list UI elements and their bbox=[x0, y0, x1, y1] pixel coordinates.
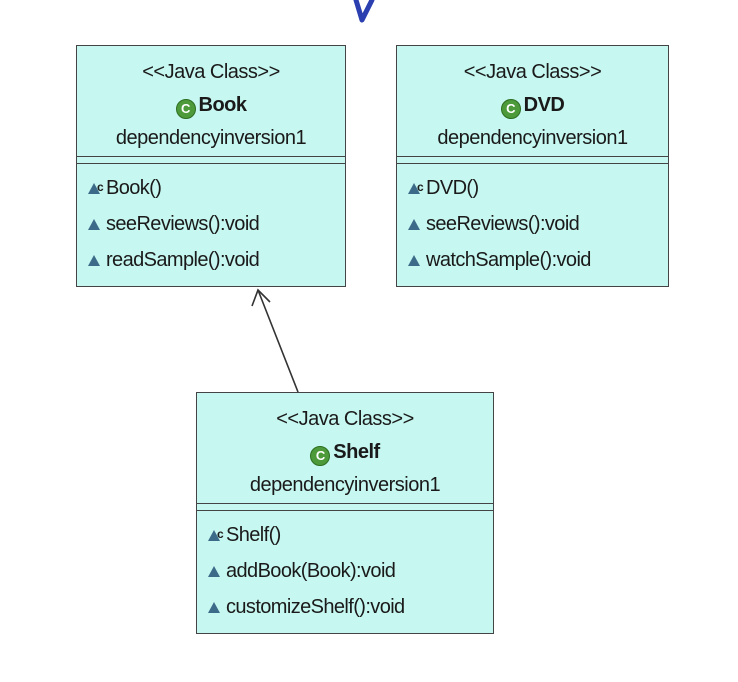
method-label: addBook(Book):void bbox=[226, 560, 396, 582]
package-visibility-icon bbox=[407, 253, 423, 267]
dependency-line-shelf-book bbox=[257, 289, 299, 393]
class-dvd-name: DVD bbox=[523, 94, 565, 116]
constructor-visibility-icon: c bbox=[87, 180, 104, 195]
method-row[interactable]: readSample():void bbox=[87, 242, 345, 278]
method-row[interactable]: seeReviews():void bbox=[407, 206, 668, 242]
constructor-visibility-icon: c bbox=[407, 180, 424, 195]
attributes-compartment bbox=[77, 156, 345, 164]
package-visibility-icon bbox=[207, 564, 223, 578]
class-dvd-package: dependencyinversion1 bbox=[437, 127, 628, 149]
package-visibility-icon bbox=[207, 600, 223, 614]
constructor-visibility-icon: c bbox=[207, 527, 224, 542]
class-book-name: Book bbox=[198, 94, 248, 116]
package-visibility-icon bbox=[87, 217, 103, 231]
class-icon: C bbox=[175, 99, 196, 119]
method-label: DVD() bbox=[426, 177, 479, 199]
method-row[interactable]: watchSample():void bbox=[407, 242, 668, 278]
method-row[interactable]: addBook(Book):void bbox=[207, 553, 493, 589]
method-label: readSample():void bbox=[106, 249, 260, 271]
class-book-package: dependencyinversion1 bbox=[115, 127, 307, 149]
class-shelf-name: Shelf bbox=[333, 441, 380, 463]
method-row[interactable]: seeReviews():void bbox=[87, 206, 345, 242]
class-book-stereotype: <<Java Class>> bbox=[142, 61, 280, 83]
method-label: seeReviews():void bbox=[426, 213, 580, 235]
method-label: Book() bbox=[106, 177, 162, 199]
method-label: customizeShelf():void bbox=[226, 596, 405, 618]
package-visibility-icon bbox=[87, 253, 103, 267]
attributes-compartment bbox=[397, 156, 668, 164]
method-row[interactable]: customizeShelf():void bbox=[207, 589, 493, 625]
class-shelf-package: dependencyinversion1 bbox=[249, 474, 441, 496]
attributes-compartment bbox=[197, 503, 493, 511]
incoming-arrow-top bbox=[353, 0, 375, 23]
class-shelf-stereotype: <<Java Class>> bbox=[276, 408, 414, 430]
class-icon: C bbox=[500, 99, 521, 119]
dependency-arrowhead bbox=[251, 288, 271, 307]
class-dvd-stereotype: <<Java Class>> bbox=[463, 61, 602, 83]
method-label: Shelf() bbox=[226, 524, 281, 546]
method-label: seeReviews():void bbox=[106, 213, 260, 235]
method-label: watchSample():void bbox=[426, 249, 591, 271]
class-icon: C bbox=[310, 446, 331, 466]
package-visibility-icon bbox=[407, 217, 423, 231]
